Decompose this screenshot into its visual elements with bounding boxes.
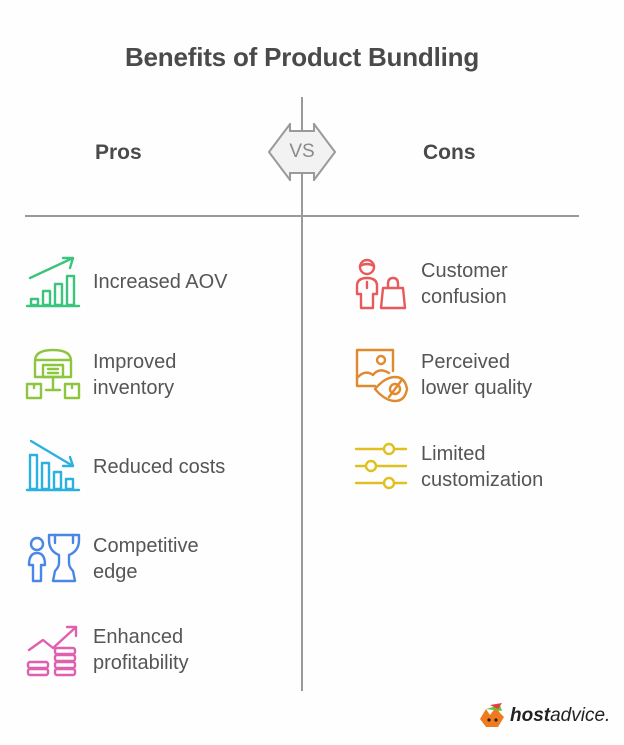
bar-chart-decline-icon	[25, 439, 81, 492]
bar-chart-growth-icon	[25, 256, 81, 308]
logo-text-bold: host	[510, 705, 551, 726]
pros-item-improved-inventory: Improved inventory	[25, 347, 176, 403]
vs-label: VS	[289, 141, 315, 162]
page-title: Benefits of Product Bundling	[124, 42, 480, 72]
sliders-icon	[354, 442, 408, 490]
pros-item-label: Increased AOV	[93, 271, 228, 293]
logo-text-light: advice.	[550, 705, 611, 726]
fox-mascot-icon	[480, 703, 504, 727]
pros-heading: Pros	[95, 141, 142, 164]
warehouse-distribution-icon	[25, 348, 81, 400]
pros-item-label: Improved inventory	[93, 351, 177, 399]
coins-growth-icon	[26, 625, 78, 677]
pros-item-reduced-costs: Reduced costs	[25, 439, 225, 495]
image-hidden-eye-icon	[355, 348, 409, 403]
pros-item-label: Competitive edge	[93, 535, 199, 583]
pros-item-label: Reduced costs	[93, 456, 226, 478]
vs-badge: VS	[267, 121, 337, 183]
cons-item-limited-customization: Limited customization	[353, 439, 543, 495]
pros-item-enhanced-profitability: Enhanced profitability	[25, 622, 189, 678]
cons-heading: Cons	[423, 141, 476, 164]
pros-item-competitive-edge: Competitive edge	[25, 531, 199, 587]
cons-item-customer-confusion: Customer confusion	[353, 256, 508, 312]
shopper-bag-icon	[355, 258, 407, 310]
cons-item-label: Perceived lower quality	[421, 351, 533, 399]
cons-item-label: Limited customization	[421, 443, 544, 491]
vertical-divider	[301, 97, 303, 691]
cons-item-label: Customer confusion	[421, 260, 508, 308]
cons-item-perceived-lower-quality: Perceived lower quality	[353, 347, 532, 403]
pros-item-label: Enhanced profitability	[93, 626, 189, 674]
person-trophy-icon	[27, 533, 81, 583]
pros-item-increased-aov: Increased AOV	[25, 254, 228, 310]
horizontal-divider	[25, 215, 579, 217]
double-arrow-icon	[267, 121, 337, 183]
